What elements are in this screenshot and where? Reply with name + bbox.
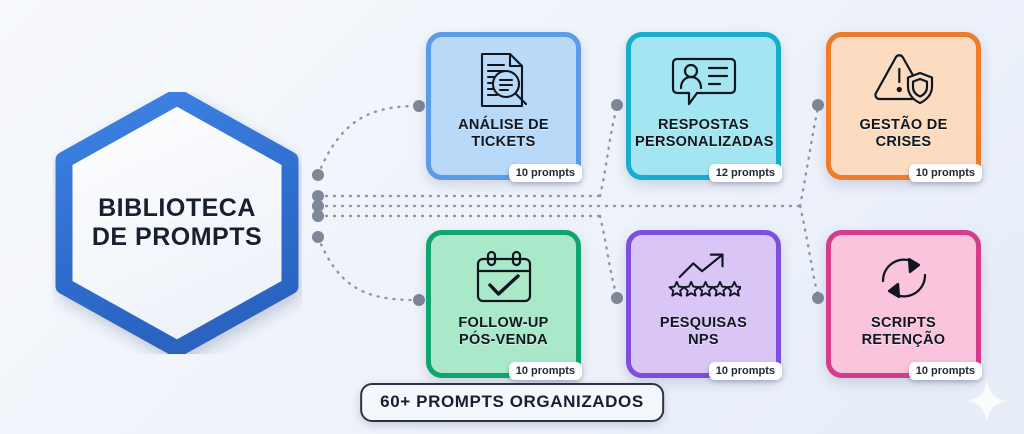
card-title-line1: GESTÃO DE bbox=[859, 117, 948, 133]
refresh-cycle-icon bbox=[867, 247, 941, 309]
card-title: GESTÃO DE CRISES bbox=[831, 117, 976, 152]
card-title-line1: ANÁLISE DE bbox=[458, 117, 549, 133]
card-title: ANÁLISE DE TICKETS bbox=[431, 117, 576, 152]
card-title-line2: RETENÇÃO bbox=[861, 332, 946, 349]
card-title-line1: RESPOSTAS bbox=[657, 117, 750, 133]
hub-hexagon[interactable]: BIBLIOTECA DE PROMPTS bbox=[52, 88, 302, 358]
card-gestao-de-crises[interactable]: GESTÃO DE CRISES 10 prompts bbox=[826, 32, 982, 182]
sparkle-icon bbox=[966, 380, 1008, 422]
card-title: RESPOSTAS PERSONALIZADAS bbox=[631, 117, 776, 152]
card-title-line1: SCRIPTS bbox=[871, 315, 936, 331]
card-title: SCRIPTS RETENÇÃO bbox=[831, 315, 976, 350]
warning-shield-icon bbox=[867, 49, 941, 111]
document-magnifier-icon bbox=[467, 49, 541, 111]
card-title-line1: PESQUISAS bbox=[659, 315, 748, 331]
card-follow-up-pos-venda[interactable]: FOLLOW-UP PÓS-VENDA 10 prompts bbox=[426, 230, 582, 380]
prompt-count-badge: 12 prompts bbox=[708, 164, 782, 182]
prompt-count-badge: 10 prompts bbox=[908, 362, 982, 380]
card-title-line2: PÓS-VENDA bbox=[459, 332, 548, 349]
total-prompts-badge: 60+ PROMPTS ORGANIZADOS bbox=[360, 383, 664, 422]
card-title: PESQUISAS NPS bbox=[631, 315, 776, 350]
chat-person-icon bbox=[667, 49, 741, 111]
card-scripts-retencao[interactable]: SCRIPTS RETENÇÃO 10 prompts bbox=[826, 230, 982, 380]
prompt-count-badge: 10 prompts bbox=[508, 362, 582, 380]
card-title-line1: FOLLOW-UP bbox=[458, 315, 549, 331]
prompt-count-badge: 10 prompts bbox=[508, 164, 582, 182]
prompt-count-badge: 10 prompts bbox=[708, 362, 782, 380]
card-analise-de-tickets[interactable]: ANÁLISE DE TICKETS 10 prompts bbox=[426, 32, 582, 182]
card-title: FOLLOW-UP PÓS-VENDA bbox=[431, 315, 576, 350]
card-title-line2: PERSONALIZADAS bbox=[635, 134, 774, 151]
hexagon-shape bbox=[55, 88, 299, 358]
card-title-line2: NPS bbox=[688, 332, 719, 349]
prompt-count-badge: 10 prompts bbox=[908, 164, 982, 182]
card-title-line2: CRISES bbox=[875, 134, 932, 151]
trend-stars-icon bbox=[667, 247, 741, 309]
card-title-line2: TICKETS bbox=[471, 134, 536, 151]
calendar-check-icon bbox=[467, 247, 541, 309]
card-pesquisas-nps[interactable]: PESQUISAS NPS 10 prompts bbox=[626, 230, 782, 380]
card-respostas-personalizadas[interactable]: RESPOSTAS PERSONALIZADAS 12 prompts bbox=[626, 32, 782, 182]
